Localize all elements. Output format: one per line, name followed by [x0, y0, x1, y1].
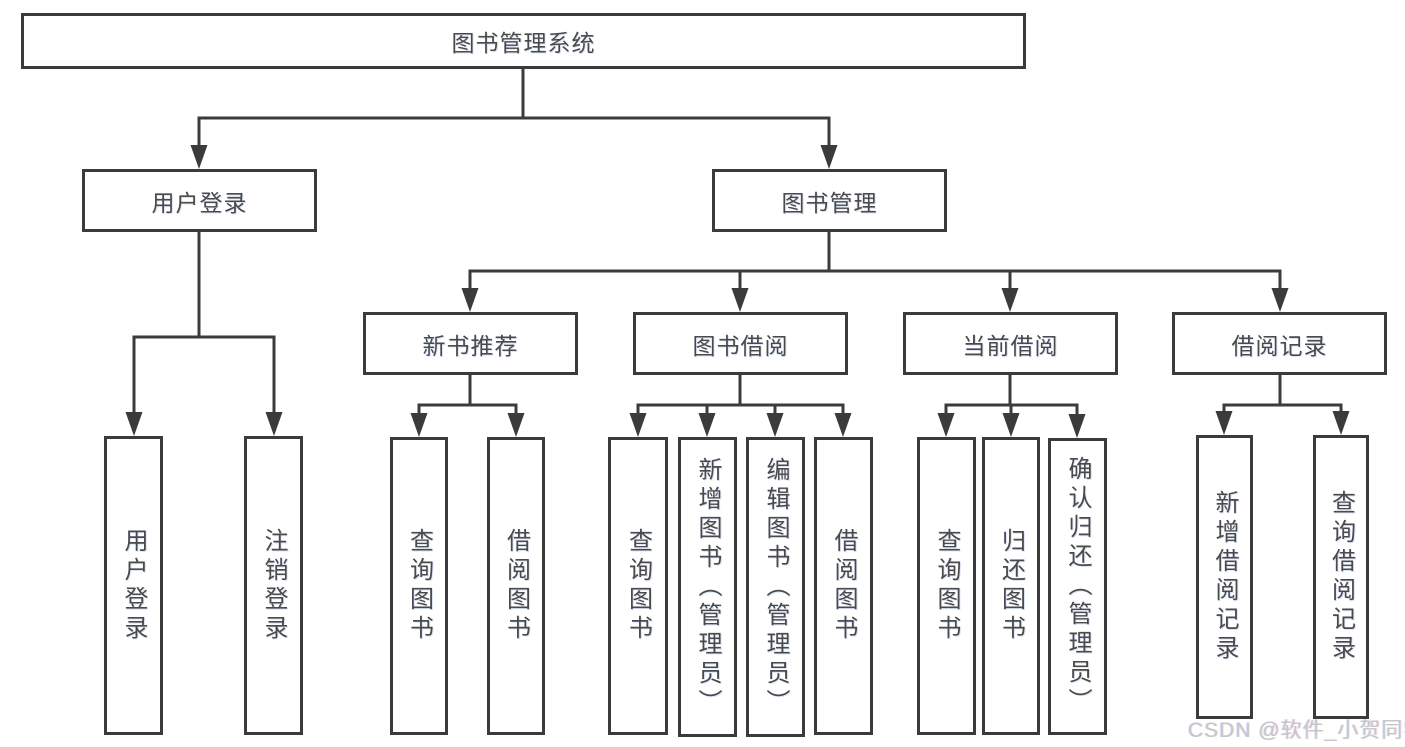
node-label: 借阅图书: [830, 528, 857, 644]
leaf-return-books: 归还图书: [982, 437, 1040, 735]
node-label: 查询借阅记录: [1327, 490, 1355, 664]
leaf-confirm-return-admin: 确认归还（管理员）: [1048, 438, 1107, 735]
leaf-edit-books-admin: 编辑图书（管理员）: [746, 437, 805, 737]
node-label: 借阅图书: [502, 528, 530, 644]
node-label: 图书管理: [781, 189, 878, 216]
node-label: 归还图书: [997, 528, 1025, 644]
node-book-management: 图书管理: [712, 169, 947, 232]
node-label: 注销登录: [260, 527, 287, 644]
leaf-query-books: 查询图书: [390, 437, 448, 735]
leaf-borrow-books-2: 借阅图书: [814, 437, 873, 735]
node-label: 查询图书: [933, 528, 960, 644]
leaf-user-login: 用户登录: [104, 436, 163, 735]
leaf-borrow-books: 借阅图书: [487, 437, 545, 735]
leaf-add-borrow-record: 新增借阅记录: [1196, 435, 1253, 719]
node-label: 图书管理系统: [451, 30, 596, 56]
leaf-query-borrow-record: 查询借阅记录: [1313, 435, 1369, 719]
leaf-query-books-2: 查询图书: [608, 437, 668, 735]
leaf-logout: 注销登录: [244, 436, 303, 735]
node-label: 用户登录: [151, 189, 248, 216]
node-label: 新增借阅记录: [1211, 490, 1238, 664]
node-label: 用户登录: [120, 527, 147, 644]
node-book-borrowing: 图书借阅: [633, 312, 848, 375]
leaf-add-books-admin: 新增图书（管理员）: [678, 437, 737, 737]
node-label: 图书借阅: [692, 332, 789, 359]
node-label: 新增图书（管理员）: [694, 456, 721, 718]
leaf-query-books-3: 查询图书: [917, 437, 976, 735]
node-label: 确认归还（管理员）: [1064, 456, 1091, 717]
node-library-management-system: 图书管理系统: [21, 13, 1026, 69]
node-label: 当前借阅: [962, 332, 1059, 359]
node-label: 新书推荐: [422, 332, 519, 359]
node-new-book-recommendation: 新书推荐: [363, 312, 578, 375]
node-label: 查询图书: [405, 528, 433, 644]
csdn-watermark: CSDN @软件_小贺同学: [1188, 719, 1405, 742]
node-label: 编辑图书（管理员）: [762, 456, 789, 718]
node-label: 查询图书: [624, 528, 652, 644]
node-current-borrowing: 当前借阅: [903, 312, 1118, 375]
node-label: 借阅记录: [1231, 332, 1328, 359]
node-user-login: 用户登录: [82, 169, 317, 232]
node-borrowing-records: 借阅记录: [1172, 312, 1387, 375]
